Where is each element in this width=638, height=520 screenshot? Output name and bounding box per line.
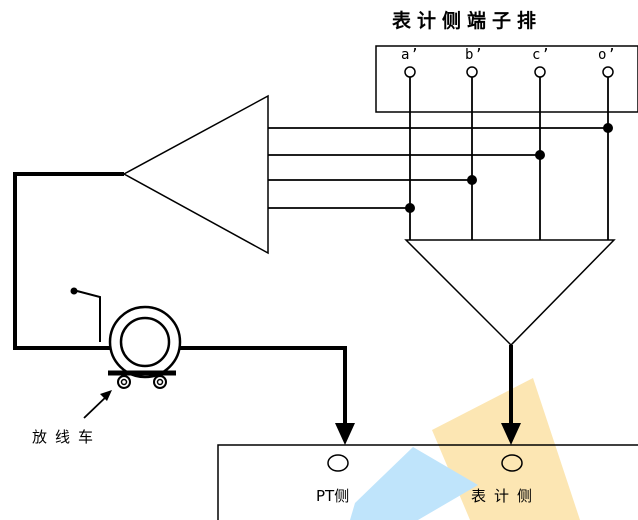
pt-side-port bbox=[327, 454, 349, 472]
terminal-block-title: 表计侧端子排 bbox=[392, 10, 543, 32]
terminal-label-c: c’ bbox=[532, 47, 551, 63]
meter-side-arrowhead bbox=[501, 423, 521, 445]
terminal-label-o: o’ bbox=[598, 47, 617, 63]
terminal-o-circle bbox=[602, 66, 614, 78]
cart-pointer-line bbox=[83, 394, 109, 419]
meter-side-label: 表计侧 bbox=[471, 487, 541, 505]
pt-side-wire bbox=[13, 172, 347, 425]
cable-bundle-triangle bbox=[122, 94, 269, 255]
blue-highlight-beam bbox=[350, 447, 478, 520]
meter-side-port bbox=[501, 454, 523, 472]
terminal-label-b: b’ bbox=[465, 47, 484, 63]
terminal-label-a: a’ bbox=[401, 47, 420, 63]
pt-side-label: PT侧 bbox=[316, 487, 350, 505]
terminal-c-circle bbox=[534, 66, 546, 78]
cable-cart-label: 放线车 bbox=[32, 428, 102, 446]
meter-panel-box bbox=[217, 444, 638, 520]
horizontal-wires bbox=[268, 127, 608, 209]
terminal-b-circle bbox=[466, 66, 478, 78]
terminal-vertical-wires bbox=[409, 77, 609, 240]
cart-pointer-arrowhead bbox=[100, 390, 112, 401]
terminal-circles bbox=[404, 66, 614, 78]
cable-cart-icon bbox=[70, 287, 182, 389]
terminal-block bbox=[375, 45, 638, 113]
lower-merge-triangle bbox=[404, 239, 616, 347]
junction-dots bbox=[405, 123, 613, 213]
pt-side-arrowhead bbox=[335, 423, 355, 445]
terminal-a-circle bbox=[404, 66, 416, 78]
